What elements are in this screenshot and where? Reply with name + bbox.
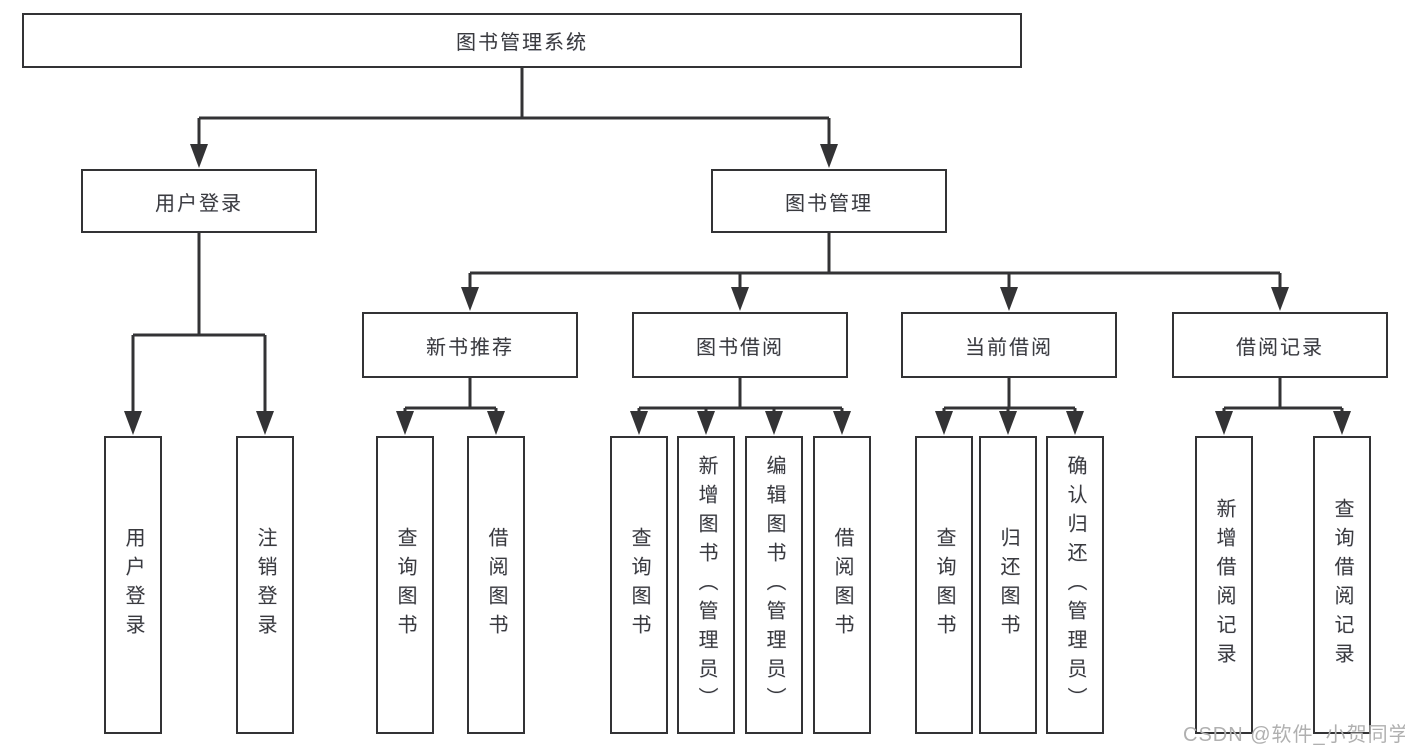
csdn-watermark: CSDN @软件_小贺同学 <box>1183 724 1405 746</box>
leaf-records-query-record: 查询借阅记录 <box>1313 436 1371 734</box>
arrow-down-icon <box>935 411 953 435</box>
leaf-current-return-books-label: 归还图书 <box>997 527 1019 643</box>
node-borrow-records: 借阅记录 <box>1172 312 1388 378</box>
leaf-user-login-label: 用户登录 <box>122 527 144 643</box>
arrow-down-icon <box>487 411 505 435</box>
arrow-down-icon <box>765 411 783 435</box>
leaf-user-login: 用户登录 <box>104 436 162 734</box>
leaf-records-add-record: 新增借阅记录 <box>1195 436 1253 734</box>
leaf-borrow-query-books-label: 查询图书 <box>628 527 650 643</box>
arrow-down-icon <box>1271 287 1289 311</box>
node-book-borrow-label: 图书借阅 <box>696 336 784 359</box>
leaf-current-return-books: 归还图书 <box>979 436 1037 734</box>
leaf-current-query-books-label: 查询图书 <box>933 527 955 643</box>
connector-user-login-children <box>124 233 274 435</box>
arrow-down-icon <box>630 411 648 435</box>
leaf-borrow-edit-books-admin: 编辑图书（管理员） <box>745 436 803 734</box>
arrow-down-icon <box>256 411 274 435</box>
arrow-down-icon <box>999 411 1017 435</box>
leaf-logout: 注销登录 <box>236 436 294 734</box>
leaf-records-query-record-label: 查询借阅记录 <box>1331 498 1353 672</box>
node-user-login-label: 用户登录 <box>155 192 243 215</box>
leaf-borrow-query-books: 查询图书 <box>610 436 668 734</box>
arrow-down-icon <box>1000 287 1018 311</box>
node-current-borrow-label: 当前借阅 <box>965 336 1053 359</box>
node-book-borrow: 图书借阅 <box>632 312 848 378</box>
leaf-records-add-record-label: 新增借阅记录 <box>1213 498 1235 672</box>
leaf-recommend-borrow-books: 借阅图书 <box>467 436 525 734</box>
arrow-down-icon <box>731 287 749 311</box>
node-current-borrow: 当前借阅 <box>901 312 1117 378</box>
node-borrow-records-label: 借阅记录 <box>1236 336 1324 359</box>
arrow-down-icon <box>1333 411 1351 435</box>
arrow-down-icon <box>1066 411 1084 435</box>
arrow-down-icon <box>697 411 715 435</box>
node-new-book-recommend-label: 新书推荐 <box>426 336 514 359</box>
leaf-recommend-borrow-books-label: 借阅图书 <box>485 527 507 643</box>
connector-new-book-recommend-children <box>396 378 505 435</box>
arrow-down-icon <box>820 144 838 168</box>
arrow-down-icon <box>396 411 414 435</box>
leaf-recommend-query-books: 查询图书 <box>376 436 434 734</box>
node-book-management-label: 图书管理 <box>785 192 873 215</box>
arrow-down-icon <box>461 287 479 311</box>
node-root: 图书管理系统 <box>22 13 1022 68</box>
leaf-borrow-borrow-books: 借阅图书 <box>813 436 871 734</box>
leaf-borrow-add-books-admin-label: 新增图书（管理员） <box>695 454 717 716</box>
connector-current-borrow-children <box>935 378 1084 435</box>
arrow-down-icon <box>124 411 142 435</box>
node-root-label: 图书管理系统 <box>456 32 588 54</box>
leaf-logout-label: 注销登录 <box>254 527 276 643</box>
leaf-borrow-edit-books-admin-label: 编辑图书（管理员） <box>763 454 785 716</box>
arrow-down-icon <box>1215 411 1233 435</box>
arrow-down-icon <box>190 144 208 168</box>
node-user-login: 用户登录 <box>81 169 317 233</box>
leaf-current-query-books: 查询图书 <box>915 436 973 734</box>
leaf-borrow-add-books-admin: 新增图书（管理员） <box>677 436 735 734</box>
node-new-book-recommend: 新书推荐 <box>362 312 578 378</box>
arrow-down-icon <box>833 411 851 435</box>
leaf-current-confirm-return-admin: 确认归还（管理员） <box>1046 436 1104 734</box>
connector-root-to-level2 <box>190 68 838 168</box>
leaf-borrow-borrow-books-label: 借阅图书 <box>831 527 853 643</box>
connector-borrow-records-children <box>1215 378 1351 435</box>
leaf-recommend-query-books-label: 查询图书 <box>394 527 416 643</box>
connector-book-borrow-children <box>630 378 851 435</box>
connector-book-management-children <box>461 233 1289 311</box>
node-book-management: 图书管理 <box>711 169 947 233</box>
leaf-current-confirm-return-admin-label: 确认归还（管理员） <box>1064 454 1086 716</box>
